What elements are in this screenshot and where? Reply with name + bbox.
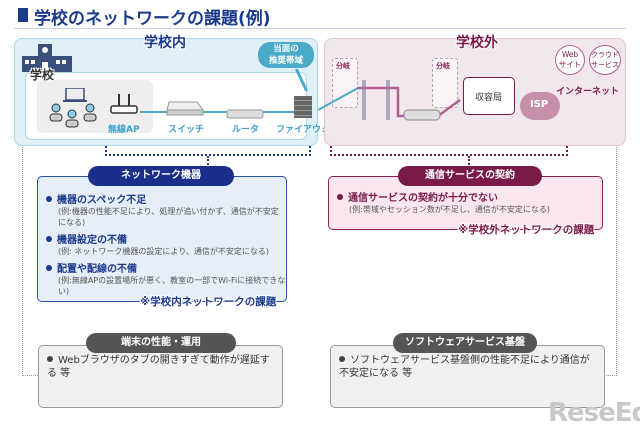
web-line-1: Web xyxy=(561,50,579,59)
issue-title-text: 通信サービスの契約が十分でない xyxy=(348,193,498,204)
switch-icon xyxy=(165,100,205,116)
connector-right xyxy=(603,76,617,376)
issue-title-text: 機器のスペック不足 xyxy=(57,195,147,206)
exchange-station-label: 収容局 xyxy=(475,93,503,103)
recommended-bandwidth-bubble: 当面の 推奨帯域 xyxy=(258,42,314,68)
issue-title-text: 配置や配線の不備 xyxy=(57,264,137,275)
school-label: 学校 xyxy=(30,68,55,82)
branch-label-1: 分岐 xyxy=(336,62,350,70)
switch-label: スイッチ xyxy=(168,125,205,135)
issue-detail: (例:機器の性能不足により、処理が追い付かず、通信が不安定になる) xyxy=(58,207,279,227)
branch-box-2 xyxy=(432,58,458,108)
wireless-ap-icon xyxy=(108,92,140,114)
connector-inside-stem xyxy=(207,156,209,168)
software-box: ソフトウェアサービス基盤側の性能不足により通信が不安定になる 等 xyxy=(330,345,605,408)
issue-detail: (例:帯域やセッション数が不足し、通信が不安定になる) xyxy=(349,205,550,214)
cloud-line-2: サービス xyxy=(591,61,619,69)
school-building-icon xyxy=(20,44,74,74)
inside-title: 学校内 xyxy=(144,35,186,51)
title-divider xyxy=(14,28,626,29)
issue-title: 機器のスペック不足 xyxy=(46,191,286,206)
issue-title: 通信サービスの契約が十分でない xyxy=(337,189,602,204)
isp-label: ISP xyxy=(530,99,549,110)
outside-issue-note: ※学校外ネットワークの課題 xyxy=(458,224,595,236)
issue-title: 配置や配線の不備 xyxy=(46,260,286,275)
page-title: 学校のネットワークの課題(例) xyxy=(34,9,271,29)
network-equipment-box: 機器のスペック不足 (例:機器の性能不足により、処理が追い付かず、通信が不安定に… xyxy=(37,176,287,302)
wireless-ap-label: 無線AP xyxy=(108,125,140,135)
cloud-line-1: クラウド xyxy=(591,51,619,59)
firewall-label: ファイアウォール xyxy=(276,125,349,135)
inside-cable xyxy=(140,111,300,113)
firewall-icon xyxy=(294,96,312,118)
terminal-issue-text: Webブラウザのタブの開きすぎて動作が遅延する 等 xyxy=(47,355,270,379)
issue-detail: (例: ネットワーク機器の設定により、通信が不安定になる) xyxy=(58,247,269,256)
exchange-station xyxy=(463,77,515,115)
software-header: ソフトウェアサービス基盤 xyxy=(393,333,537,353)
users-laptop-icon xyxy=(48,87,108,128)
network-equipment-header: ネットワーク機器 xyxy=(88,166,234,186)
outside-title: 学校外 xyxy=(456,35,498,51)
inside-issue-note: ※学校内ネットワークの課題 xyxy=(140,296,277,308)
terminal-box: Webブラウザのタブの開きすぎて動作が遅延する 等 xyxy=(38,345,283,408)
software-issue: ソフトウェアサービス基盤側の性能不足により通信が不安定になる 等 xyxy=(331,346,604,380)
issue-detail: (例:無線APの設置場所が悪く、教室の一部でWi-Fiに接続できない) xyxy=(58,276,286,296)
software-issue-text: ソフトウェアサービス基盤側の性能不足により通信が不安定になる 等 xyxy=(339,355,590,379)
internet-label: インターネット xyxy=(556,87,620,97)
connector-inside xyxy=(105,146,311,156)
bubble-line-1: 当面の xyxy=(273,44,299,54)
terminal-issue: Webブラウザのタブの開きすぎて動作が遅延する 等 xyxy=(39,346,282,380)
title-marker xyxy=(18,8,28,22)
isp-cloud-icon xyxy=(520,92,560,120)
telephone-poles-icon xyxy=(317,80,468,130)
bubble-line-2: 推奨帯域 xyxy=(268,56,303,66)
reseed-logo: ReseEd xyxy=(548,398,640,428)
connector-outside xyxy=(330,146,568,156)
cloud-service-circle: クラウドサービス xyxy=(589,45,621,75)
issue-title-text: 機器設定の不備 xyxy=(57,235,127,246)
issue-title: 機器設定の不備 xyxy=(46,231,286,246)
router-icon xyxy=(226,104,264,119)
connector-outside-stem xyxy=(468,156,470,168)
router-label: ルータ xyxy=(232,125,260,135)
service-contract-header: 通信サービスの契約 xyxy=(398,166,542,186)
terminal-header: 端末の性能・運用 xyxy=(86,333,236,353)
branch-label-2: 分岐 xyxy=(436,62,450,70)
web-line-2: サイト xyxy=(558,60,582,69)
